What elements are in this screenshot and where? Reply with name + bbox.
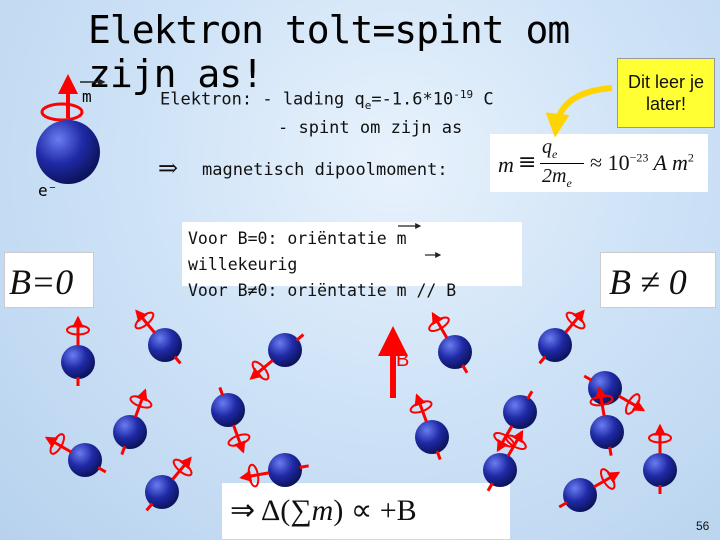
spin-loop-icon — [49, 433, 66, 455]
scattered-electron — [239, 453, 309, 488]
scattered-electron — [61, 315, 95, 386]
result-formula: ⇒ Δ(∑m) ∝ +B — [222, 483, 510, 539]
b-zero-text: B=0 — [9, 262, 74, 302]
electron-line-2: - spint om zijn as — [278, 118, 463, 138]
scattered-electron — [483, 429, 527, 492]
spin-arrow-icon — [134, 388, 148, 418]
formula-den: 2m — [542, 165, 567, 187]
callout-note: Dit leer je later! — [617, 58, 715, 128]
line1-mid: =-1.6*10 — [371, 89, 454, 110]
electron-line-1: Elektron: - lading qe=-1.6*10-19 C — [160, 88, 494, 112]
spin-loop-icon — [129, 395, 153, 409]
scattered-electron — [113, 388, 153, 456]
result-prop: ) ∝ +B — [333, 494, 417, 527]
spin-arrow-icon — [618, 394, 646, 412]
spin-loop-icon — [624, 393, 641, 415]
spin-arrow-icon — [249, 359, 274, 380]
field-label: B — [396, 349, 409, 371]
spin-arrow-icon — [506, 429, 524, 457]
spin-arrow-icon — [431, 311, 449, 339]
scattered-electron — [409, 393, 449, 461]
electron-field — [44, 309, 677, 512]
scattered-electron — [428, 311, 472, 374]
spin-arrow-icon — [593, 471, 621, 489]
spin-arrow-icon — [595, 386, 607, 417]
scattered-electron — [493, 390, 537, 453]
fraction-bar — [540, 163, 584, 164]
formula-q: q — [542, 136, 552, 158]
scattered-electron — [145, 456, 193, 512]
spin-loop-icon — [251, 360, 270, 381]
spin-arrow-icon — [44, 436, 72, 454]
scattered-electron — [44, 433, 107, 477]
page-number: 56 — [696, 519, 710, 533]
formula-unit: A m — [648, 150, 688, 175]
formula-m: m — [498, 152, 514, 177]
spin-arrow-icon — [564, 309, 585, 334]
formula-eq: ≡ — [518, 150, 537, 175]
spin-loop-icon — [599, 468, 616, 490]
line1-sup: -19 — [453, 88, 474, 101]
spin-loop-icon — [648, 432, 672, 444]
spin-arrow-icon — [414, 393, 428, 423]
spin-loop-icon — [134, 311, 155, 330]
spin-loop-icon — [505, 434, 527, 451]
orientation-box: Voor B=0: oriëntatie m willekeurig Voor … — [182, 222, 522, 300]
callout-arrow-icon — [545, 85, 613, 138]
b-zero-box: B=0 — [4, 252, 94, 308]
formula-densub: e — [566, 176, 572, 190]
moment-label: m — [82, 87, 92, 106]
scattered-electron — [583, 371, 646, 415]
spin-loop-icon — [247, 463, 260, 488]
scattered-electron — [643, 423, 677, 494]
formula-exp: −23 — [629, 150, 649, 165]
formula-unit-exp: 2 — [687, 150, 694, 165]
orientation-line-2: Voor B≠0: oriëntatie m // B — [188, 281, 457, 300]
scattered-electron — [134, 309, 182, 365]
spin-loop-icon — [66, 324, 90, 336]
implies-arrow-icon: ⇒ — [158, 154, 179, 182]
scattered-electron — [211, 386, 251, 454]
spin-loop-icon — [565, 311, 586, 330]
main-electron — [36, 74, 106, 184]
spin-loop-icon — [172, 458, 193, 477]
slide-title: Elektron tolt=spint om zijn as! — [88, 8, 570, 96]
scattered-electron — [558, 468, 621, 512]
spin-arrow-icon — [496, 425, 514, 453]
line1-prefix: Elektron: - lading q — [160, 89, 365, 110]
dipole-line: magnetisch dipoolmoment: — [202, 160, 448, 180]
spin-arrow-icon — [135, 309, 156, 334]
b-nonzero-box: B ≠ 0 — [600, 252, 716, 308]
spin-arrow-icon — [171, 456, 192, 481]
spin-loop-icon — [428, 316, 450, 333]
scattered-electron — [589, 386, 624, 456]
spin-arrow-icon — [239, 470, 270, 482]
spin-arrow-icon — [232, 424, 246, 454]
line1-suffix: C — [473, 89, 494, 110]
result-delta: ⇒ Δ(∑ — [230, 494, 312, 527]
result-m: m — [311, 494, 334, 527]
scattered-electron — [538, 309, 586, 365]
spin-loop-icon — [227, 433, 251, 447]
spin-loop-icon — [409, 400, 433, 414]
b-nonzero-text: B ≠ 0 — [609, 262, 687, 302]
formula-qsub: e — [552, 147, 558, 161]
formula-approx: ≈ 10 — [590, 150, 630, 175]
spin-loop-icon — [589, 394, 614, 407]
orientation-line-1: Voor B=0: oriëntatie m willekeurig — [188, 229, 407, 274]
scattered-electron — [249, 333, 305, 381]
line1-sub: e — [364, 99, 372, 113]
electron-label: e⁻ — [38, 181, 57, 200]
dipole-formula: m ≡ qe 2me ≈ 10−23 A m2 — [490, 134, 708, 192]
